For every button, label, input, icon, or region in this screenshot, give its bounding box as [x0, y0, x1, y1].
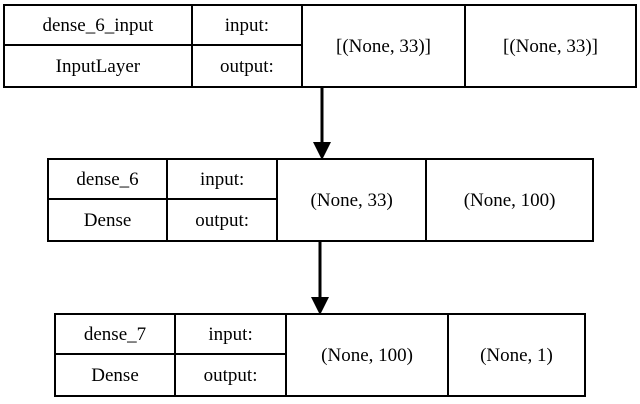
layer-name: dense_6: [49, 160, 167, 200]
input-label: input:: [168, 160, 277, 200]
output-shape-value: [(None, 33)]: [503, 35, 598, 57]
node-io-label-column: input: output:: [192, 6, 304, 86]
node-io-label-column: input: output:: [176, 315, 288, 395]
input-shape-value: (None, 33): [278, 160, 428, 240]
node-name-column: dense_6 Dense: [49, 160, 169, 240]
layer-node-dense-6-input[interactable]: dense_6_input InputLayer input: output: …: [3, 4, 637, 88]
output-label: output:: [203, 364, 258, 386]
node-io-label-column: input: output:: [168, 160, 279, 240]
output-label: output:: [195, 209, 250, 231]
output-shape-value: (None, 100): [463, 189, 556, 211]
layer-class-name: Dense: [83, 209, 132, 231]
layer-class-name: Dense: [91, 364, 139, 386]
layer-name: dense_6_input: [5, 6, 191, 46]
layer-node-dense-6[interactable]: dense_6 Dense input: output: (None, 33) …: [47, 158, 594, 242]
output-shape-value: (None, 1): [480, 344, 553, 366]
output-label: output:: [219, 55, 274, 77]
layer-node-dense-7[interactable]: dense_7 Dense input: output: (None, 100)…: [54, 313, 586, 397]
layer-name: dense_7: [56, 315, 175, 355]
input-shape-value: [(None, 33)]: [303, 6, 467, 86]
input-shape-value: (None, 100): [287, 315, 449, 395]
input-label: input:: [176, 315, 286, 355]
edge-dense-6-input-to-dense-6: [313, 86, 331, 160]
input-label: input:: [192, 6, 302, 46]
node-name-column: dense_7 Dense: [56, 315, 177, 395]
node-name-column: dense_6_input InputLayer: [5, 6, 193, 86]
edge-dense-6-to-dense-7: [311, 241, 329, 315]
layer-class-name: InputLayer: [55, 55, 141, 77]
